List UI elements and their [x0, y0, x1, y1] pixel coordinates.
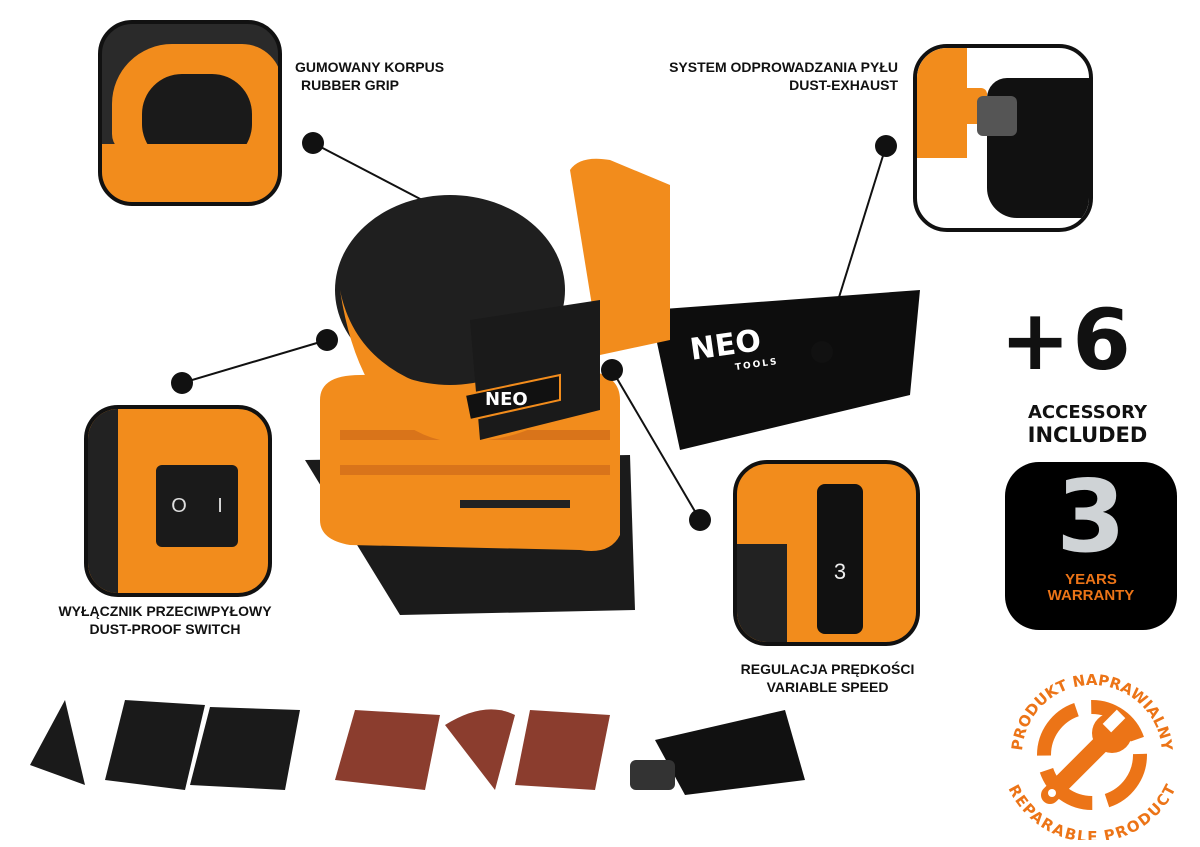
accessory-count: +6: [1000, 291, 1133, 389]
callout-dot: [875, 135, 897, 157]
speed-dial: 3: [817, 484, 863, 634]
callout-dot: [316, 329, 338, 351]
power-switch: O I: [156, 465, 238, 547]
reparable-product-badge: PRODUKT NAPRAWIALNY REPARABLE PRODUCT: [1005, 671, 1180, 840]
callout-dot: [601, 359, 623, 381]
accessories-image: [30, 700, 805, 795]
inset-switch: O I: [84, 405, 272, 597]
reparable-text-en: REPARABLE PRODUCT: [1005, 781, 1180, 840]
inset-speed: 3: [733, 460, 920, 646]
switch-on-mark: I: [217, 494, 223, 517]
callout-dot: [302, 132, 324, 154]
inset-dust-exhaust: [913, 44, 1093, 232]
wrench-icon: [1041, 709, 1132, 804]
switch-off-mark: O: [171, 494, 187, 517]
callout-dot: [811, 341, 833, 363]
warranty-years-number: 3: [1056, 458, 1126, 575]
callout-dot: [689, 509, 711, 531]
product-brand-logo: NEO: [485, 389, 528, 410]
sander-product-image: NEO: [305, 158, 920, 615]
inset-rubber-grip: [98, 20, 282, 206]
callout-dot: [171, 372, 193, 394]
